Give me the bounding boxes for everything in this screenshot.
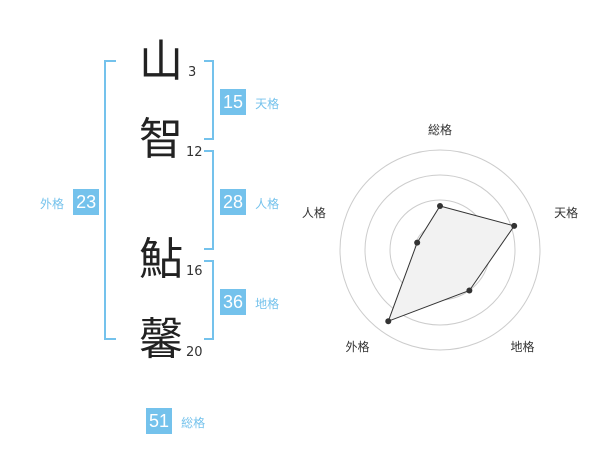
radar-axis-label: 外格 — [345, 339, 369, 354]
name-char-3: 鮎 — [139, 234, 183, 285]
name-char-1-strokes: 3 — [188, 65, 197, 80]
radar-grid-circle — [339, 149, 541, 351]
radar-point — [466, 287, 473, 294]
name-char-4-strokes: 20 — [186, 345, 203, 360]
tenkaku-bracket — [204, 60, 214, 140]
soukaku-label: 総格 — [181, 416, 206, 430]
chikaku-badge: 36 — [220, 289, 247, 315]
radar-grid-circle — [364, 174, 516, 326]
tenkaku-badge: 15 — [220, 89, 247, 115]
name-char-4: 馨 — [139, 314, 183, 365]
jinkaku-badge: 28 — [220, 189, 247, 215]
radar-points — [385, 203, 518, 325]
radar-series-polygon — [387, 205, 516, 323]
radar-point — [414, 239, 421, 246]
soukaku-item: 51 総格 — [146, 408, 205, 436]
jinkaku-bracket — [204, 150, 214, 250]
radar-point — [385, 318, 392, 325]
chikaku-item: 36 地格 — [220, 289, 279, 317]
radar-point — [511, 222, 518, 229]
tenkaku-label: 天格 — [255, 97, 280, 111]
chikaku-label: 地格 — [255, 297, 280, 311]
radar-axis-label: 地格 — [511, 339, 535, 354]
gaikaku-item: 外格 23 — [40, 189, 100, 217]
chikaku-bracket — [204, 260, 214, 340]
jinkaku-item: 28 人格 — [220, 189, 279, 217]
name-char-2-strokes: 12 — [186, 145, 203, 160]
radar-axis-label: 人格 — [302, 205, 326, 220]
gaikaku-badge: 23 — [73, 189, 100, 215]
name-char-2: 智 — [139, 114, 183, 165]
tenkaku-item: 15 天格 — [220, 89, 279, 117]
jinkaku-label: 人格 — [255, 197, 280, 211]
soukaku-badge: 51 — [146, 408, 173, 434]
radar-axis-label: 総格 — [428, 122, 452, 137]
name-char-3-strokes: 16 — [186, 264, 203, 279]
radar-point — [437, 203, 443, 209]
gaikaku-bracket — [104, 60, 116, 340]
gaikaku-label: 外格 — [40, 197, 65, 211]
radar-axis-label: 天格 — [554, 205, 578, 220]
name-char-1: 山 — [139, 36, 183, 87]
